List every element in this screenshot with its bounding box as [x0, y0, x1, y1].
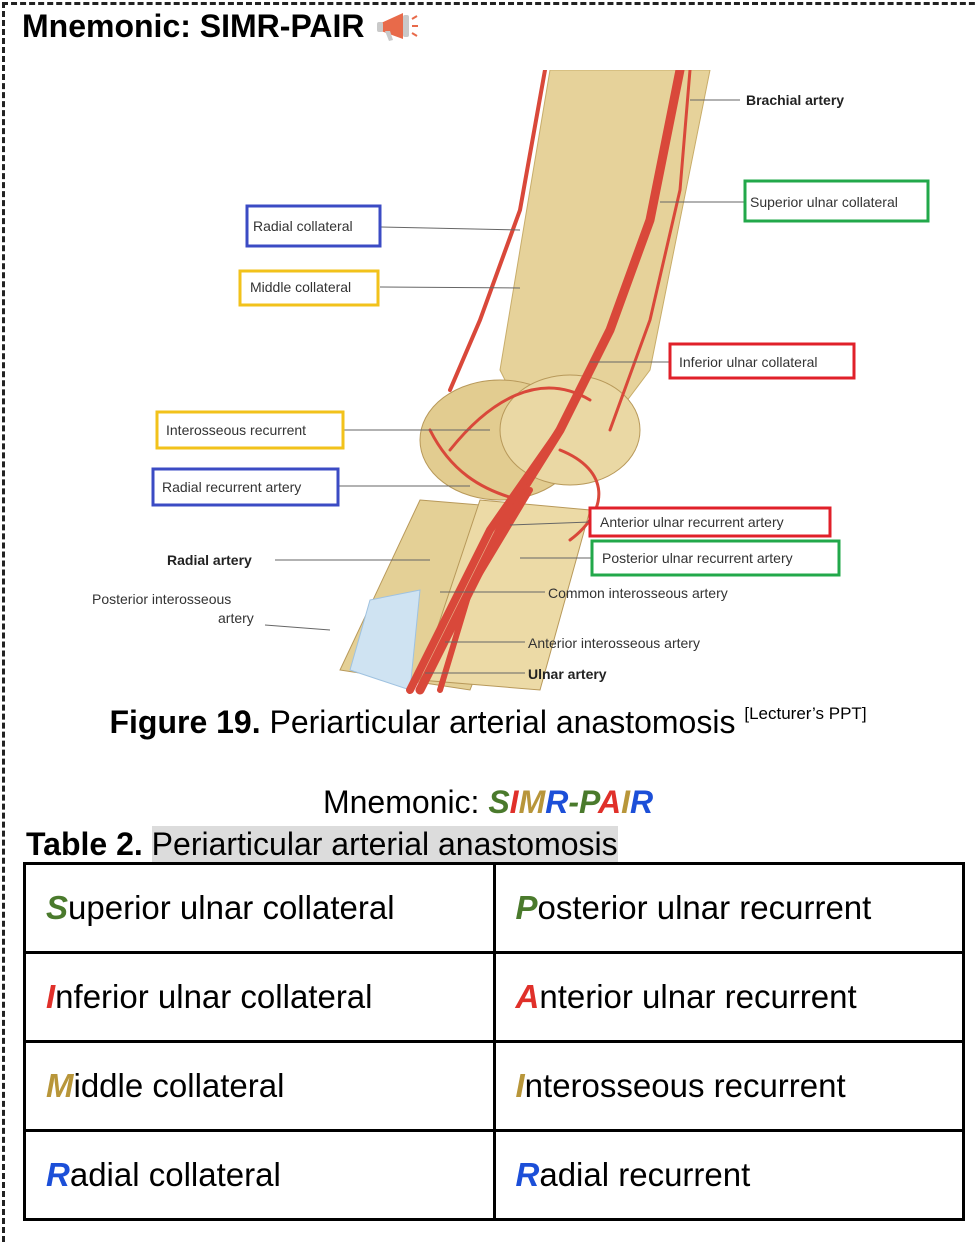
radial-rec-box: [151, 467, 340, 507]
inf-ulnar-col-box: [668, 342, 856, 380]
table-cell: Superior ulnar collateral: [23, 862, 496, 954]
label-post-interosseous-1: Posterior interosseous: [92, 591, 231, 607]
table-title: Table 2. Periarticular arterial anastomo…: [26, 826, 618, 863]
cell-initial: I: [515, 1067, 525, 1104]
table-cell: Posterior ulnar recurrent: [492, 862, 965, 954]
megaphone-icon: [376, 12, 418, 41]
cell-rest: nterosseous recurrent: [524, 1067, 846, 1104]
label-brachial: Brachial artery: [746, 92, 844, 108]
ant-ulnar-rec-box: [588, 506, 832, 538]
label-middle-col: Middle collateral: [250, 279, 351, 295]
cell-rest: adial collateral: [69, 1156, 281, 1193]
label-radial-col: Radial collateral: [253, 218, 353, 234]
table-cell: Interosseous recurrent: [492, 1040, 965, 1132]
label-common-interosseous: Common interosseous artery: [548, 585, 728, 601]
middle-col-box: [238, 269, 380, 307]
mnemonic-letter: R: [629, 784, 654, 820]
label-radial-rec: Radial recurrent artery: [162, 479, 301, 495]
mnemonic-prefix: Mnemonic:: [322, 784, 480, 820]
cell-initial: P: [515, 889, 538, 926]
cell-initial: M: [46, 1067, 74, 1104]
table-title-text: Periarticular arterial anastomosis: [151, 826, 618, 862]
interosseous-rec-box: [155, 410, 345, 450]
mnemonic-code: SIMR-PAIR: [488, 784, 653, 820]
label-ant-interosseous: Anterior interosseous artery: [528, 635, 700, 651]
radial-col-box: [245, 204, 382, 248]
table-cell: Radial recurrent: [492, 1129, 965, 1221]
cell-initial: R: [46, 1156, 70, 1193]
mnemonic-letter: -: [568, 784, 579, 820]
mnemonic-table: Superior ulnar collateral Posterior ulna…: [23, 862, 965, 1221]
mnemonic-line: Mnemonic: SIMR-PAIR: [0, 784, 976, 821]
cell-initial: R: [515, 1156, 540, 1193]
table-row: Middle collateral Interosseous recurrent: [23, 1040, 965, 1132]
label-ant-ulnar-rec: Anterior ulnar recurrent artery: [600, 514, 784, 530]
table-row: Radial collateral Radial recurrent: [23, 1129, 965, 1221]
caption-label: Figure 19.: [109, 704, 261, 740]
header-title: Mnemonic: SIMR-PAIR: [22, 8, 365, 44]
anastomosis-figure: Brachial artery Superior ulnar collatera…: [92, 70, 930, 695]
label-ulnar: Ulnar artery: [528, 666, 607, 682]
mnemonic-letter: R: [545, 784, 569, 820]
mnemonic-letter: P: [578, 784, 598, 820]
table-row: Inferior ulnar collateral Anterior ulnar…: [23, 951, 965, 1043]
label-post-interosseous-2: artery: [218, 610, 254, 626]
caption-source: [Lecturer’s PPT]: [744, 704, 867, 723]
mnemonic-letter: M: [518, 784, 546, 820]
label-radial: Radial artery: [167, 552, 252, 568]
cell-rest: osterior ulnar recurrent: [537, 889, 872, 926]
table-row: Superior ulnar collateral Posterior ulna…: [23, 862, 965, 954]
mnemonic-letter: A: [597, 784, 622, 820]
cell-rest: adial recurrent: [539, 1156, 751, 1193]
table-cell: Anterior ulnar recurrent: [492, 951, 965, 1043]
arteries: [406, 70, 692, 695]
mnemonic-letter: I: [621, 784, 630, 820]
cell-rest: iddle collateral: [73, 1067, 285, 1104]
sup-ulnar-col-box: [743, 179, 930, 223]
label-sup-ulnar-col: Superior ulnar collateral: [750, 194, 898, 210]
table-cell: Inferior ulnar collateral: [23, 951, 496, 1043]
post-ulnar-rec-box: [590, 539, 841, 577]
label-post-ulnar-rec: Posterior ulnar recurrent artery: [602, 550, 793, 566]
cell-initial: A: [515, 978, 540, 1015]
cell-rest: nferior ulnar collateral: [55, 978, 373, 1015]
cell-rest: nterior ulnar recurrent: [539, 978, 857, 1015]
table-label: Table 2.: [26, 826, 143, 862]
mnemonic-header: Mnemonic: SIMR-PAIR: [22, 8, 419, 45]
leader-lines: [264, 99, 745, 674]
figure-caption: Figure 19. Periarticular arterial anasto…: [0, 704, 976, 741]
cell-initial: S: [46, 889, 69, 926]
table-cell: Middle collateral: [23, 1040, 496, 1132]
mnemonic-letter: I: [509, 784, 519, 820]
mnemonic-letter: S: [488, 784, 510, 820]
cell-initial: I: [46, 978, 56, 1015]
label-interosseous-rec: Interosseous recurrent: [166, 422, 306, 438]
table-cell: Radial collateral: [23, 1129, 496, 1221]
caption-text: Periarticular arterial anastomosis: [269, 704, 736, 740]
label-inf-ulnar-col: Inferior ulnar collateral: [679, 354, 818, 370]
cell-rest: uperior ulnar collateral: [68, 889, 395, 926]
